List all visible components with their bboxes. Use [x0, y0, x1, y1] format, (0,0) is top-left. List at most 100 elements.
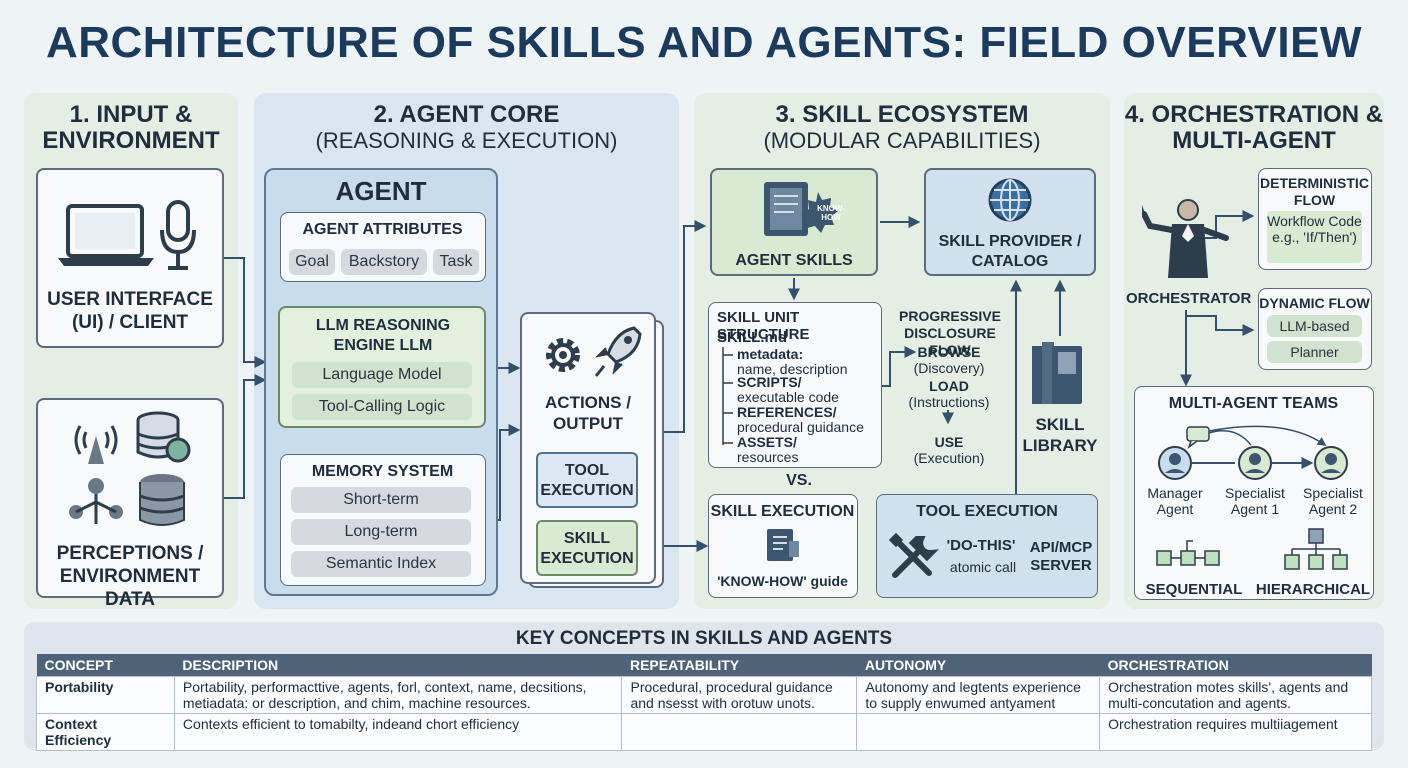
- memory-short-term: Short-term: [291, 487, 471, 513]
- flow-step-browse: BROWSE (Discovery): [906, 344, 992, 376]
- table-cell: Orchestration requires multiiagement: [1099, 713, 1372, 751]
- tool-execution-chip: TOOL EXECUTION: [536, 452, 638, 508]
- memory-long-term: Long-term: [291, 519, 471, 545]
- skill-book-icon: [764, 182, 838, 236]
- unit-row-references: REFERENCES/ procedural guidance: [737, 405, 864, 435]
- llm-tool-calling-logic: Tool-Calling Logic: [292, 394, 472, 420]
- section-orchestration-heading: 4. ORCHESTRATION & MULTI-AGENT: [1124, 101, 1384, 154]
- skill-unit-structure-box: SKILL UNIT STRUCTURE SKILL.md metadata: …: [708, 302, 882, 468]
- unit-row-scripts: SCRIPTS/ executable code: [737, 375, 839, 405]
- skill-execution-chip: SKILL EXECUTION: [536, 520, 638, 576]
- skill-execution-caption: 'KNOW-HOW' guide: [717, 573, 848, 589]
- agent-attributes-title: AGENT ATTRIBUTES: [302, 221, 463, 238]
- dynamic-llm-based: LLM-based: [1267, 315, 1362, 337]
- orchestrator-label: ORCHESTRATOR: [1126, 290, 1252, 307]
- multi-agent-diagram: [1156, 425, 1348, 570]
- llm-engine-title: LLM REASONING ENGINE LLM: [315, 317, 451, 354]
- skill-execution-chip-label: SKILL EXECUTION: [540, 530, 634, 567]
- skill-unit-file: SKILL.md: [717, 329, 787, 346]
- user-interface-label: USER INTERFACE (UI) / CLIENT: [47, 289, 213, 333]
- flow-step-desc: (Instructions): [908, 394, 990, 410]
- skill-provider-box: SKILL PROVIDER / CATALOG: [924, 168, 1096, 276]
- table-cell: Procedural, procedural guidance and nses…: [621, 676, 858, 714]
- attribute-task: Task: [433, 249, 479, 275]
- table-header: AUTONOMY: [856, 654, 1100, 677]
- attribute-goal: Goal: [289, 249, 335, 275]
- table-cell: Portability, performacttive, agents, for…: [173, 676, 623, 714]
- agent-specialist-2: Specialist Agent 2: [1303, 485, 1363, 517]
- table-cell: [856, 713, 1101, 751]
- network-icon: [69, 478, 123, 524]
- skill-provider-label: SKILL PROVIDER / CATALOG: [938, 233, 1082, 270]
- user-interface-box: USER INTERFACE (UI) / CLIENT: [36, 168, 224, 348]
- table-header: DESCRIPTION: [174, 654, 622, 677]
- progressive-flow-title: PROGRESSIVE DISCLOSURE FLOW: [899, 308, 1001, 358]
- llm-language-model: Language Model: [292, 362, 472, 388]
- table-cell: Contexts efficient to tomabilty, indeand…: [173, 713, 623, 751]
- tool-execution-caption: atomic call: [949, 559, 1017, 575]
- section-ecosystem-title: 3. SKILL ECOSYSTEM: [775, 101, 1029, 128]
- agent-label: AGENT: [335, 176, 427, 206]
- dynamic-flow-title: DYNAMIC FLOW: [1259, 295, 1370, 311]
- agent-skills-box: KNOW-HOW AGENT SKILLS: [710, 168, 878, 276]
- unit-row-key: metadata:: [737, 346, 804, 362]
- pattern-sequential: SEQUENTIAL: [1145, 581, 1243, 598]
- skill-execution-title: SKILL EXECUTION: [710, 503, 855, 520]
- deterministic-flow-title: DETERMINISTIC FLOW: [1260, 175, 1369, 208]
- unit-row-assets: ASSETS/ resources: [737, 435, 798, 465]
- table-header: CONCEPT: [36, 654, 175, 677]
- table-header: REPEATABILITY: [621, 654, 857, 677]
- dynamic-planner: Planner: [1267, 341, 1362, 363]
- flow-step-desc: (Execution): [913, 450, 985, 466]
- table-cell: [621, 713, 858, 751]
- skill-library-icon: [1032, 342, 1082, 404]
- database-icon: [136, 411, 191, 463]
- agent-manager: Manager Agent: [1147, 485, 1203, 517]
- flow-step-name: BROWSE: [917, 344, 981, 360]
- wrench-screwdriver-icon: [888, 532, 939, 578]
- pattern-hierarchical: HIERARCHICAL: [1255, 581, 1371, 598]
- perceptions-box: PERCEPTIONS / ENVIRONMENT DATA: [36, 398, 224, 610]
- section-core-title: 2. AGENT CORE: [373, 101, 560, 128]
- table-cell: Autonomy and legtents experience to supp…: [856, 676, 1101, 714]
- globe-icon: [988, 178, 1032, 222]
- perceptions-label: PERCEPTIONS / ENVIRONMENT DATA: [56, 543, 204, 610]
- vs-label: VS.: [786, 472, 812, 489]
- table-row: Context Efficiency Contexts efficient to…: [36, 713, 1372, 751]
- agent-attributes-box: AGENT ATTRIBUTES Goal Backstory Task: [280, 212, 486, 282]
- memory-system-box: MEMORY SYSTEM Short-term Long-term Seman…: [280, 454, 486, 586]
- table-cell: Orchestration motes skills', agents and …: [1099, 676, 1372, 714]
- agent-specialist-1: Specialist Agent 1: [1225, 485, 1285, 517]
- api-mcp-server: API/MCP SERVER: [1029, 539, 1093, 574]
- skill-execution-box: SKILL EXECUTION 'KNOW-HOW' guide: [708, 494, 858, 598]
- unit-row-desc: procedural guidance: [737, 419, 864, 435]
- page-title: ARCHITECTURE OF SKILLS AND AGENTS: FIELD…: [45, 18, 1362, 67]
- unit-row-desc: resources: [737, 449, 799, 465]
- flow-step-use: USE (Execution): [906, 434, 992, 466]
- table-row: Portability Portability, performacttive,…: [36, 676, 1372, 714]
- flow-step-name: USE: [934, 434, 964, 450]
- skill-unit-title: SKILL UNIT STRUCTURE: [717, 309, 810, 343]
- dynamic-flow-box: DYNAMIC FLOW LLM-based Planner: [1258, 288, 1372, 370]
- llm-engine-box: LLM REASONING ENGINE LLM Language Model …: [278, 306, 486, 428]
- multi-agent-teams-title: MULTI-AGENT TEAMS: [1168, 395, 1339, 412]
- tool-execution-box: TOOL EXECUTION 'DO-THIS' atomic call API…: [876, 494, 1098, 598]
- unit-row-desc: name, description: [737, 361, 848, 377]
- section-core-heading: 2. AGENT CORE (REASONING & EXECUTION): [254, 102, 679, 154]
- section-ecosystem-subtitle: (MODULAR CAPABILITIES): [763, 128, 1041, 153]
- tool-execution-title: TOOL EXECUTION: [916, 503, 1058, 520]
- section-ecosystem-heading: 3. SKILL ECOSYSTEM (MODULAR CAPABILITIES…: [694, 102, 1110, 154]
- guide-document-icon: [767, 529, 799, 561]
- key-concepts-title: KEY CONCEPTS IN SKILLS AND AGENTS: [515, 628, 893, 649]
- deterministic-flow-box: DETERMINISTIC FLOW Workflow Code e.g., '…: [1258, 168, 1372, 270]
- deterministic-flow-desc: Workflow Code e.g., 'If/Then'): [1267, 211, 1362, 263]
- table-cell: Portability: [36, 676, 175, 714]
- storage-icon: [139, 474, 185, 526]
- attribute-backstory: Backstory: [341, 249, 427, 275]
- actions-output-box: ACTIONS / OUTPUT TOOL EXECUTION SKILL EX…: [520, 312, 656, 584]
- rocket-icon: [594, 326, 642, 377]
- unit-row-key: ASSETS/: [737, 434, 797, 450]
- microphone-icon: [160, 200, 196, 270]
- key-concepts-table: CONCEPT DESCRIPTION REPEATABILITY AUTONO…: [36, 654, 1372, 751]
- unit-row-desc: executable code: [737, 389, 839, 405]
